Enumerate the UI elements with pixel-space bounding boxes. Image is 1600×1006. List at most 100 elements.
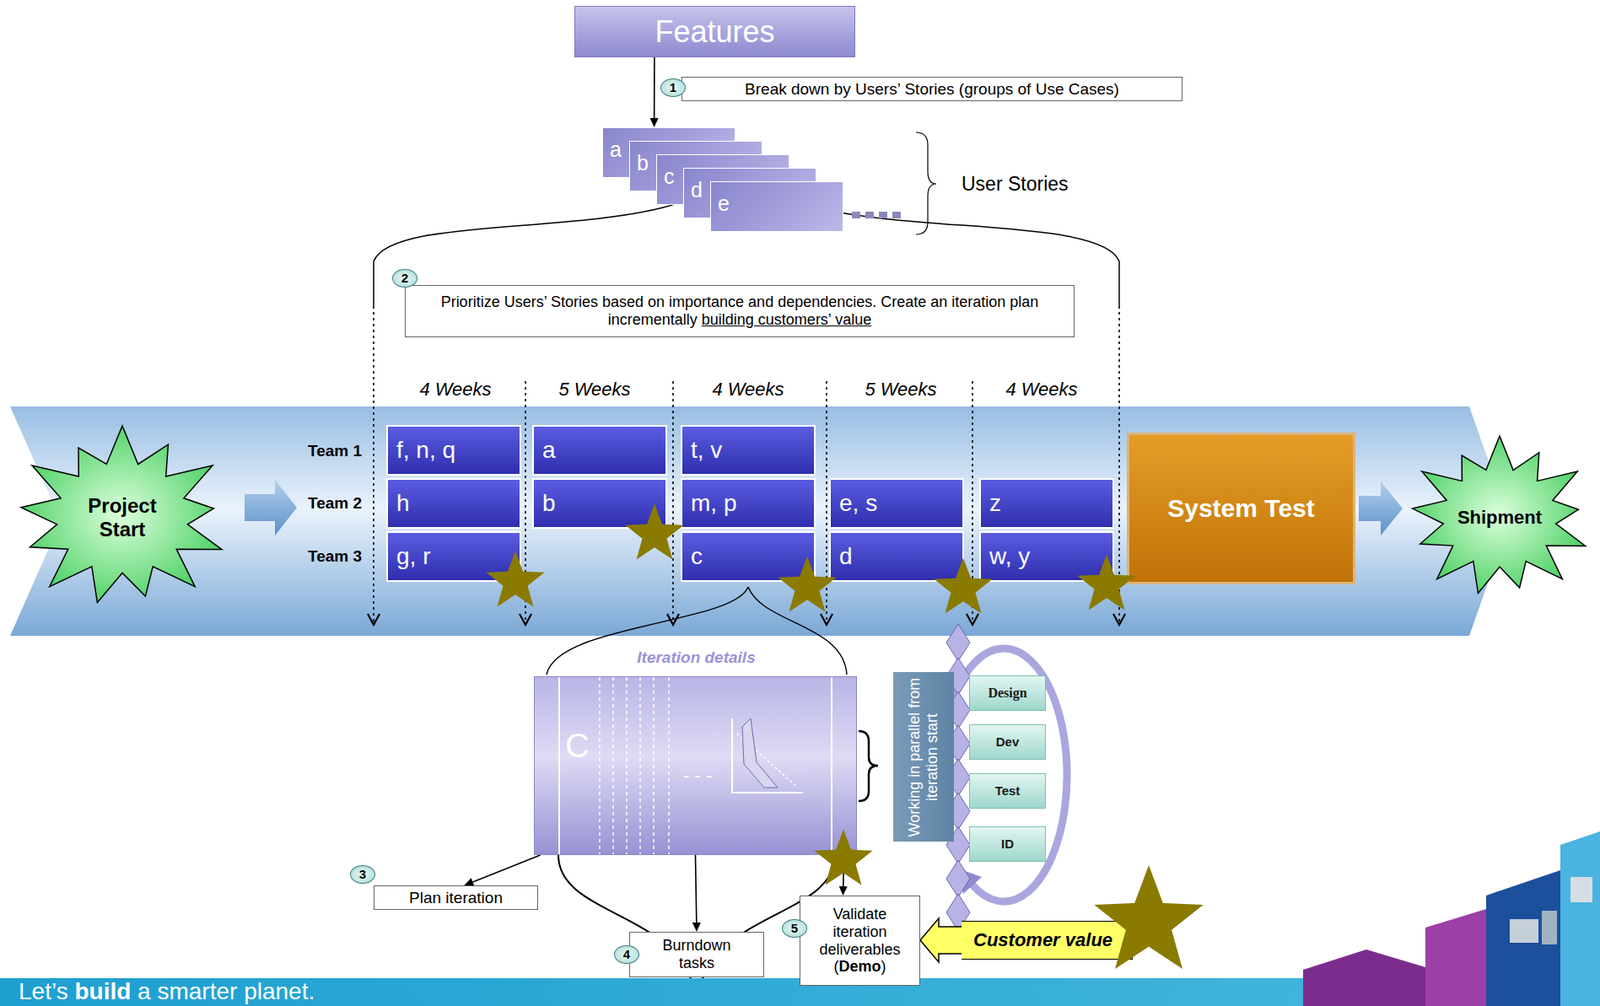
callout-number: 5 <box>781 919 808 938</box>
node-text: ID <box>1001 836 1014 852</box>
step-box: Plan iteration <box>373 885 539 911</box>
arrow-head <box>692 922 701 932</box>
features-box: Features <box>574 5 856 58</box>
node-text: Test <box>995 783 1021 798</box>
node-text: Validate iteration deliverables (Demo) <box>813 905 908 976</box>
node-text: d <box>690 177 703 203</box>
node-text: h <box>396 490 410 518</box>
connector-line <box>842 855 846 887</box>
block-arrow <box>1358 481 1403 536</box>
iteration-box: d <box>829 531 965 582</box>
node-text: Iteration details <box>534 648 858 668</box>
node-text: Shipment <box>1457 506 1542 528</box>
more-stories-dots <box>851 211 901 219</box>
team-label: Team 3 <box>307 547 362 566</box>
node-text: b <box>636 150 649 176</box>
zoom-bracket <box>748 587 847 675</box>
iteration-box: t, v <box>680 425 816 476</box>
node-text: z <box>989 490 1002 518</box>
decoration-shape <box>1570 877 1593 903</box>
decoration-shape <box>892 211 901 219</box>
decoration-shape <box>825 381 828 623</box>
duration-label: 4 Weeks <box>419 378 491 400</box>
node-text: f, n, q <box>396 436 456 464</box>
tagline: Let’s build a smarter planet. <box>18 978 315 1006</box>
group-label: User Stories <box>961 172 1069 195</box>
iteration-panel: Iteration detailsC- - - <box>533 676 857 856</box>
decoration-shape <box>971 381 974 623</box>
text-run: building customers’ value <box>701 311 872 329</box>
shipment-burst: Shipment <box>1402 433 1597 603</box>
iteration-box: g, r <box>386 531 522 582</box>
duration-label: 5 Weeks <box>558 378 631 400</box>
callout-number: 3 <box>350 865 376 884</box>
connector <box>692 855 701 932</box>
connector <box>839 855 848 896</box>
connector <box>650 57 659 128</box>
start-burst: Project Start <box>10 423 235 613</box>
step-box: Validate iteration deliverables (Demo) <box>799 895 921 986</box>
step-box: Burndown tasks <box>629 931 765 978</box>
iteration-box: w, y <box>979 531 1115 582</box>
iteration-box: e, s <box>829 478 965 529</box>
footer-graphic <box>1303 831 1600 1006</box>
phase-box: Test <box>969 773 1046 809</box>
node-text: Dev <box>996 734 1020 749</box>
iteration-box: a <box>532 425 668 476</box>
node-text: C <box>565 726 590 765</box>
story-card: e <box>710 181 844 232</box>
node-text: d <box>839 543 853 571</box>
duration-label: 5 Weeks <box>864 378 937 400</box>
phase-box: ID <box>969 826 1046 862</box>
burst-shape <box>1412 436 1586 594</box>
team-label: Team 2 <box>307 494 362 513</box>
curly-brace <box>915 132 937 235</box>
decoration-shape <box>372 306 375 623</box>
iteration-box: b <box>532 478 668 529</box>
node-text: System Test <box>1167 494 1315 524</box>
arrow-head <box>920 918 962 963</box>
system-test-box: System Test <box>1126 432 1356 585</box>
node-text: Features <box>654 14 775 49</box>
curly-brace <box>858 731 879 802</box>
iteration-box: m, p <box>680 478 816 529</box>
text-run: Demo <box>838 958 881 976</box>
node-text: a <box>609 137 622 162</box>
phase-box: Dev <box>969 724 1046 760</box>
node-text: Burndown tasks <box>654 937 739 972</box>
node-text: c <box>663 164 675 189</box>
node-text: c <box>690 543 703 571</box>
burst-shape <box>21 425 222 604</box>
node-text: Customer value <box>973 929 1113 951</box>
decoration-shape <box>1486 870 1561 1006</box>
decoration-shape <box>367 614 1126 625</box>
connector-line <box>695 855 697 923</box>
node-text: m, p <box>690 490 737 518</box>
iteration-box: z <box>979 478 1115 529</box>
node-text: Working in parallel from iteration start <box>905 677 941 838</box>
node-text: e <box>717 191 730 216</box>
decoration-shape <box>946 860 970 898</box>
parallel-bar: Working in parallel from iteration start <box>893 672 954 842</box>
node-text: - - - <box>683 764 712 787</box>
node-text: Plan iteration <box>409 888 503 908</box>
decoration-shape <box>1560 831 1600 1006</box>
node-text: b <box>542 490 556 518</box>
decoration-shape <box>524 381 527 623</box>
node-text: a <box>542 436 556 464</box>
node-text: g, r <box>396 543 431 571</box>
connector-line <box>472 855 540 883</box>
decoration-shape <box>851 211 861 219</box>
text-run: build <box>74 978 131 1005</box>
iteration-box: h <box>386 478 522 529</box>
connector <box>463 855 540 887</box>
node-text: Prioritize Users’ Stories based on impor… <box>414 293 1066 329</box>
decoration-shape <box>865 211 874 219</box>
duration-label: 4 Weeks <box>1005 378 1078 400</box>
cycle-arrow <box>940 648 1067 902</box>
decoration-shape <box>1425 909 1487 1006</box>
connector <box>920 918 962 963</box>
iteration-box: c <box>680 531 816 582</box>
connector <box>1358 481 1403 536</box>
